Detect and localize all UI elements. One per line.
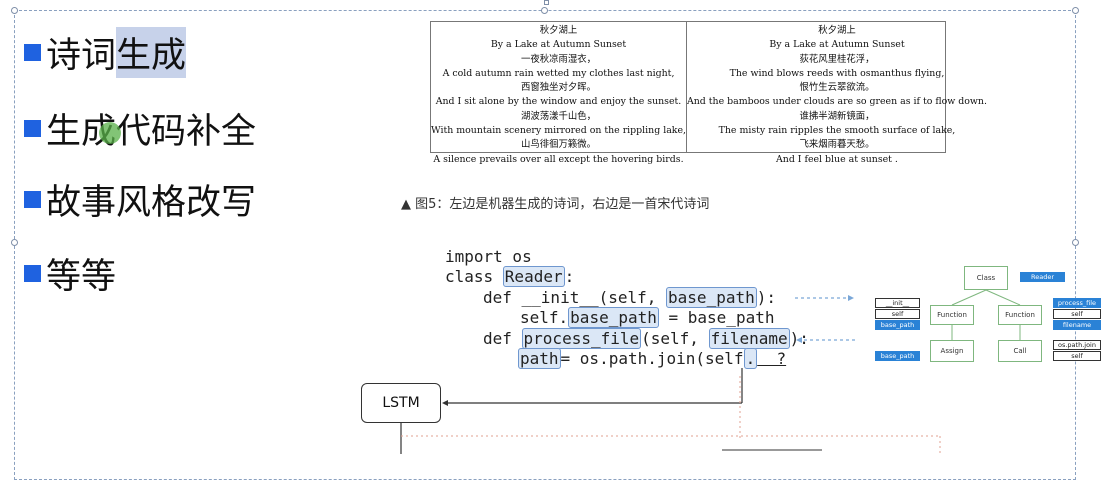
code-line: def __init__(self, base_path): <box>483 287 776 308</box>
tag-ospath-join: os.path.join <box>1053 340 1101 350</box>
code-line: self.base_path = base_path <box>520 307 775 328</box>
tag-self: self <box>875 309 920 319</box>
poem-line: 秋夕湖上 <box>539 25 578 36</box>
tree-node-assign: Assign <box>930 340 974 362</box>
bullet-text: 诗词 <box>46 36 117 76</box>
poem-line: A cold autumn rain wetted my clothes las… <box>442 67 675 79</box>
token-box: filename <box>708 328 790 349</box>
resize-handle-right[interactable] <box>1072 239 1079 246</box>
bullet-text: 等等 <box>46 257 117 297</box>
bullet-square-icon <box>24 265 41 282</box>
poem-line: 恨竹生云翠欲流。 <box>799 82 875 94</box>
poem-line: And I feel blue at sunset . <box>776 153 898 165</box>
token-box: . <box>743 348 758 369</box>
poem-line: With mountain scenery mirrored on the ri… <box>431 125 686 137</box>
tree-node-function: Function <box>998 305 1042 325</box>
song-poem-column: 秋夕湖上 By a Lake at Autumn Sunset 荻花风里桂花浮，… <box>686 22 987 165</box>
resize-handle-top-left[interactable] <box>11 7 18 14</box>
poem-line: 秋夕湖上 <box>818 25 856 36</box>
token-box: Reader <box>502 266 565 287</box>
rotate-handle[interactable] <box>544 0 549 5</box>
bullet-text: 故事风格改写 <box>46 183 257 223</box>
tag-base-path: base_path <box>875 351 920 361</box>
resize-handle-top[interactable] <box>541 7 548 14</box>
resize-handle-left[interactable] <box>11 239 18 246</box>
bullet-text: 生成代码补全 <box>46 112 257 152</box>
poem-line: 谁拂半湖新镜面， <box>799 110 875 122</box>
tag-filename: filename <box>1053 320 1101 330</box>
poem-line: 西窗独坐对夕晖。 <box>520 82 596 94</box>
token-box: process_file <box>521 328 642 349</box>
poem-line: 山鸟徘徊万籁微。 <box>520 139 596 151</box>
tree-node-class: Class <box>964 266 1008 290</box>
tag-self: self <box>1053 351 1101 361</box>
token-box: base_path <box>568 307 659 328</box>
bullet-square-icon <box>24 191 41 208</box>
selected-text-highlight[interactable]: 生成 <box>116 27 187 78</box>
bullet-square-icon <box>24 44 41 61</box>
code-line: def process_file(self, filename): <box>483 328 809 349</box>
bullet-item-2[interactable]: 生成代码补全 <box>24 103 256 154</box>
code-line: class Reader: <box>445 266 575 287</box>
poem-line: And I sit alone by the window and enjoy … <box>435 96 682 108</box>
bullet-item-3[interactable]: 故事风格改写 <box>24 174 256 225</box>
tree-node-function: Function <box>930 305 974 325</box>
tag-init: __init__ <box>875 298 920 308</box>
poem-line: 湖波荡漾千山色， <box>520 110 596 122</box>
lstm-box: LSTM <box>361 383 441 423</box>
poem-line: The misty rain ripples the smooth surfac… <box>718 125 956 137</box>
poem-line: By a Lake at Autumn Sunset <box>490 39 627 51</box>
bullet-item-1[interactable]: 诗词生成 <box>24 27 187 78</box>
code-line: import os <box>445 247 532 266</box>
poem-line: 一夜秋凉雨湿衣， <box>520 53 596 65</box>
tag-process-file: process_file <box>1053 298 1101 308</box>
poem-line: 飞来烟雨暮天愁。 <box>799 139 875 151</box>
figure-caption: ▲ 图5：左边是机器生成的诗词，右边是一首宋代诗词 <box>401 197 710 212</box>
token-box: path <box>518 348 561 369</box>
tag-self: self <box>1053 309 1101 319</box>
poem-line: And the bamboos under clouds are so gree… <box>687 96 987 108</box>
tag-base-path: base_path <box>875 320 920 330</box>
poem-line: The wind blows reeds with osmanthus flyi… <box>729 67 945 79</box>
tag-reader: Reader <box>1020 272 1065 282</box>
pointer-cursor-icon <box>99 122 121 144</box>
bullet-square-icon <box>24 120 41 137</box>
tree-node-call: Call <box>998 340 1042 362</box>
generated-poem-column: 秋夕湖上 By a Lake at Autumn Sunset 一夜秋凉雨湿衣，… <box>431 22 686 165</box>
poem-comparison-table: 秋夕湖上 By a Lake at Autumn Sunset 一夜秋凉雨湿衣，… <box>430 21 987 165</box>
token-box: base_path <box>666 287 757 308</box>
bullet-item-4[interactable]: 等等 <box>24 248 116 299</box>
poem-line: By a Lake at Autumn Sunset <box>769 39 905 51</box>
poem-line: A silence prevails over all except the h… <box>433 153 684 165</box>
code-line: path= os.path.join(self. ? <box>518 348 787 369</box>
poem-line: 荻花风里桂花浮， <box>799 53 875 65</box>
code-figure-connectors <box>400 289 1021 454</box>
resize-handle-top-right[interactable] <box>1072 7 1079 14</box>
